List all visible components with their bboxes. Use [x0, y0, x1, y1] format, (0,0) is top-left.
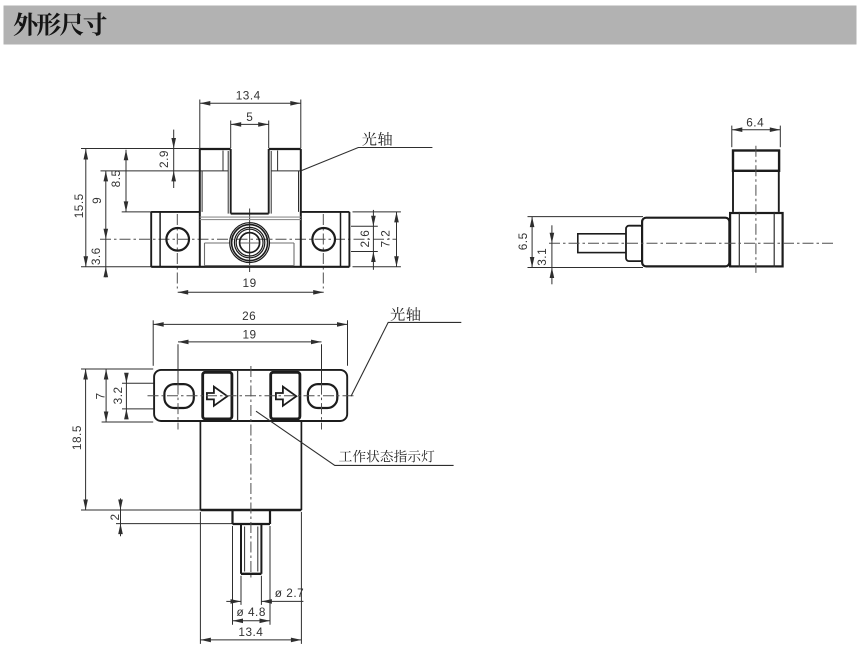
svg-text:2.9: 2.9 [157, 150, 171, 168]
svg-text:7: 7 [94, 392, 108, 399]
svg-text:8.5: 8.5 [109, 169, 123, 187]
svg-text:13.4: 13.4 [236, 89, 261, 103]
svg-text:26: 26 [242, 309, 256, 323]
svg-text:3.6: 3.6 [89, 247, 103, 265]
svg-text:7.2: 7.2 [379, 230, 393, 248]
svg-text:19: 19 [242, 327, 256, 341]
svg-text:6.4: 6.4 [746, 116, 764, 130]
svg-text:18.5: 18.5 [70, 425, 84, 450]
svg-text:3.1: 3.1 [535, 248, 549, 266]
svg-text:6.5: 6.5 [516, 232, 530, 250]
svg-text:2.6: 2.6 [358, 230, 372, 248]
svg-text:3.2: 3.2 [111, 386, 125, 404]
svg-text:ø 2.7: ø 2.7 [275, 586, 304, 600]
svg-text:2: 2 [108, 513, 122, 520]
svg-text:ø 4.8: ø 4.8 [237, 605, 266, 619]
svg-text:19: 19 [243, 276, 257, 290]
svg-text:9: 9 [90, 197, 104, 204]
svg-text:15.5: 15.5 [72, 193, 86, 218]
svg-text:5: 5 [246, 110, 253, 124]
svg-text:13.4: 13.4 [238, 625, 263, 639]
